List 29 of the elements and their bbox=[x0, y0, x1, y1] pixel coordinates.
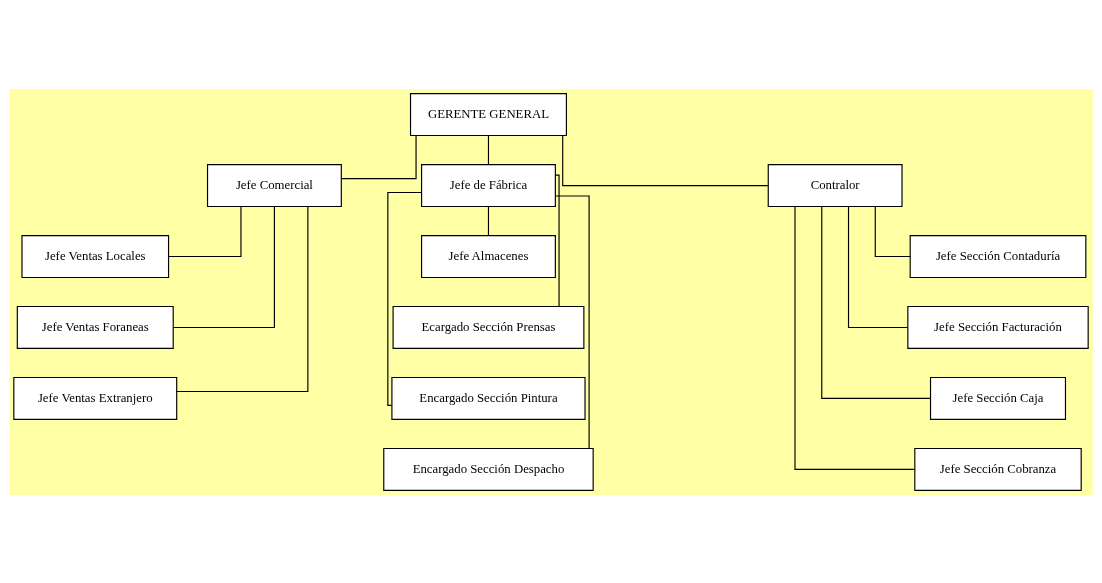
node-box: Jefe Ventas Locales bbox=[21, 234, 170, 278]
node-box: Jefe Sección Cobranza bbox=[914, 447, 1082, 491]
node-box: Jefe Ventas Foraneas bbox=[16, 305, 174, 349]
node-box: Jefe Almacenes bbox=[421, 234, 556, 278]
connector bbox=[847, 205, 909, 328]
node-box: Jefe Sección Contaduría bbox=[909, 234, 1087, 278]
connector bbox=[794, 205, 916, 470]
connector bbox=[562, 134, 769, 186]
connector bbox=[874, 205, 911, 257]
node-box: Encargado Sección Pintura bbox=[391, 376, 586, 420]
connector bbox=[340, 134, 417, 179]
node-box: GERENTE GENERAL bbox=[409, 92, 567, 136]
node-box: Jefe Sección Caja bbox=[929, 376, 1067, 420]
connector bbox=[487, 205, 490, 236]
connector bbox=[168, 205, 242, 257]
node-box: Contralor bbox=[767, 163, 903, 207]
connector bbox=[821, 205, 931, 399]
connector bbox=[172, 205, 275, 328]
node-box: Encargado Sección Despacho bbox=[383, 447, 594, 491]
connector bbox=[387, 191, 422, 406]
connector bbox=[555, 174, 560, 307]
node-box: Jefe de Fábrica bbox=[421, 163, 556, 207]
node-box: Ecargado Sección Prensas bbox=[392, 305, 585, 349]
connector bbox=[487, 134, 490, 165]
connector bbox=[555, 194, 590, 449]
node-box: Jefe Comercial bbox=[206, 163, 342, 207]
node-box: Jefe Ventas Extranjero bbox=[13, 376, 178, 420]
node-box: Jefe Sección Facturación bbox=[907, 305, 1089, 349]
connector bbox=[176, 205, 309, 392]
